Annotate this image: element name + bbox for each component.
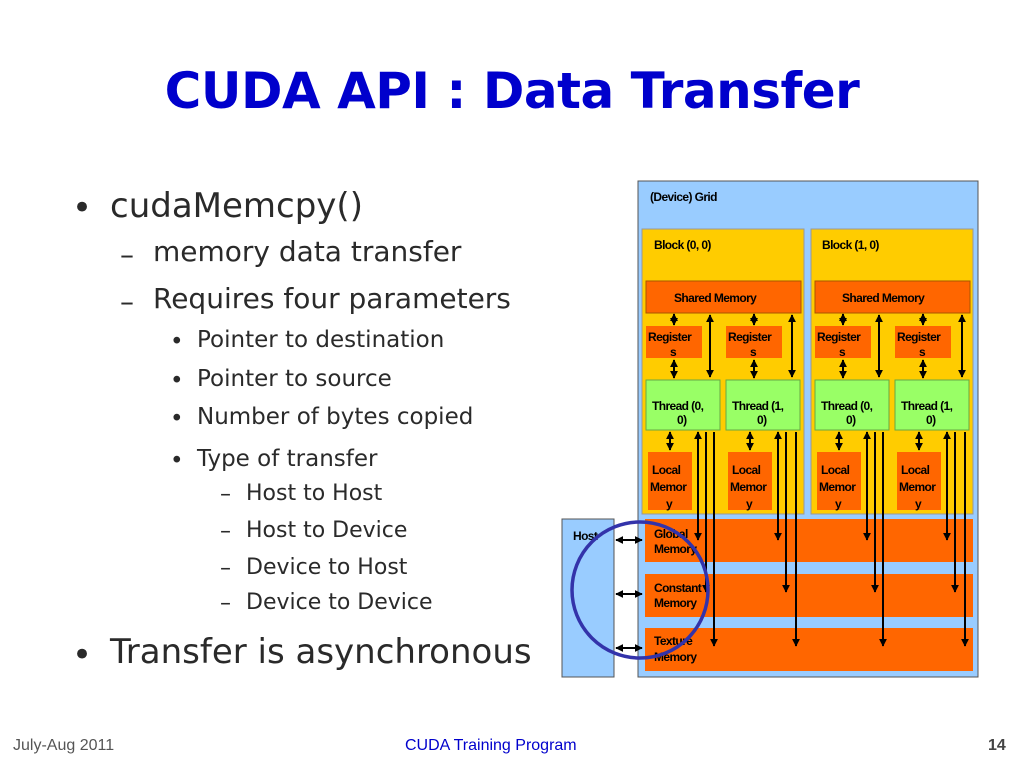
bullet-marker: • [170, 406, 184, 432]
registers-label: s [750, 345, 757, 359]
footer-page-number: 14 [988, 737, 1006, 754]
thread-label: Thread (1, [901, 399, 953, 413]
registers-box [895, 326, 951, 358]
registers-label: Register [817, 330, 861, 344]
local-memory-label: Memor [650, 480, 687, 494]
thread-label: Thread (0, [652, 399, 704, 413]
block-1-label: Block (1, 0) [822, 238, 879, 252]
bullet-async: Transfer is asynchronous [110, 632, 532, 672]
registers-box [646, 326, 702, 358]
local-memory-label: Memor [899, 480, 936, 494]
texture-memory-label: Texture [654, 634, 693, 648]
param-item: Pointer to source [197, 366, 392, 392]
constant-memory-label: Constant [654, 581, 702, 595]
dash-marker: – [220, 482, 231, 507]
bullet-marker: • [170, 368, 184, 394]
dash-marker: – [120, 238, 134, 271]
global-memory-label: Global [654, 527, 688, 541]
thread-box [645, 379, 721, 431]
dash-marker: – [220, 519, 231, 544]
local-memory-box [897, 452, 941, 510]
local-memory-label: Local [821, 463, 850, 477]
thread-box [814, 379, 890, 431]
param-item: Type of transfer [197, 446, 378, 472]
dash-marker: – [120, 285, 134, 318]
bullet-marker: • [72, 635, 93, 675]
transfer-type-item: Host to Host [246, 481, 383, 506]
thread-label: 0) [846, 413, 856, 427]
local-memory-box [728, 452, 772, 510]
transfer-type-item: Host to Device [246, 518, 408, 543]
registers-label: Register [648, 330, 692, 344]
local-memory-label: y [666, 497, 673, 511]
thread-label: 0) [757, 413, 767, 427]
sub-bullet-four-params: Requires four parameters [153, 282, 511, 315]
shared-memory-block0 [645, 280, 802, 314]
block-0-label: Block (0, 0) [654, 238, 711, 252]
bullet-marker: • [170, 329, 184, 355]
texture-memory-label: Memory [654, 650, 697, 664]
bullet-cudamemcpy: cudaMemcpy() [110, 186, 363, 226]
dash-marker: – [220, 591, 231, 616]
shared-memory-block1 [814, 280, 971, 314]
thread-label: Thread (0, [821, 399, 873, 413]
local-memory-label: Local [901, 463, 930, 477]
footer-program: CUDA Training Program [405, 737, 577, 754]
thread-box [894, 379, 970, 431]
local-memory-label: Memor [819, 480, 856, 494]
local-memory-label: Local [652, 463, 681, 477]
bullet-list: • cudaMemcpy() – memory data transfer – … [0, 0, 560, 700]
local-memory-label: y [915, 497, 922, 511]
registers-label: Register [728, 330, 772, 344]
registers-label: s [839, 345, 846, 359]
local-memory-box [817, 452, 861, 510]
texture-memory-box [645, 628, 973, 671]
global-memory-label: Memory [654, 542, 697, 556]
dash-marker: – [220, 556, 231, 581]
param-item: Number of bytes copied [197, 404, 474, 430]
bullet-marker: • [72, 188, 93, 228]
device-grid-label: (Device) Grid [650, 190, 717, 204]
local-memory-label: Memor [730, 480, 767, 494]
transfer-type-item: Device to Host [246, 555, 408, 580]
local-memory-label: Local [732, 463, 761, 477]
registers-box [726, 326, 782, 358]
registers-label: Register [897, 330, 941, 344]
thread-label: 0) [677, 413, 687, 427]
local-memory-label: y [835, 497, 842, 511]
constant-memory-label: Memory [654, 596, 697, 610]
thread-label: 0) [926, 413, 936, 427]
shared-memory-label: Shared Memory [674, 291, 757, 305]
bullet-marker: • [170, 448, 184, 474]
thread-box [725, 379, 801, 431]
local-memory-box [648, 452, 692, 510]
sub-bullet-memory-transfer: memory data transfer [153, 235, 462, 268]
registers-label: s [919, 345, 926, 359]
arrows-group [615, 313, 969, 652]
shared-memory-label: Shared Memory [842, 291, 925, 305]
footer-date: July-Aug 2011 [13, 737, 115, 754]
registers-label: s [670, 345, 677, 359]
local-memory-label: y [746, 497, 753, 511]
param-item: Pointer to destination [197, 327, 445, 353]
constant-memory-box [645, 574, 973, 617]
thread-label: Thread (1, [732, 399, 784, 413]
slide-title: CUDA API : Data Transfer [164, 62, 860, 120]
registers-box [815, 326, 871, 358]
highlight-circle [570, 520, 710, 660]
transfer-type-item: Device to Device [246, 590, 433, 615]
